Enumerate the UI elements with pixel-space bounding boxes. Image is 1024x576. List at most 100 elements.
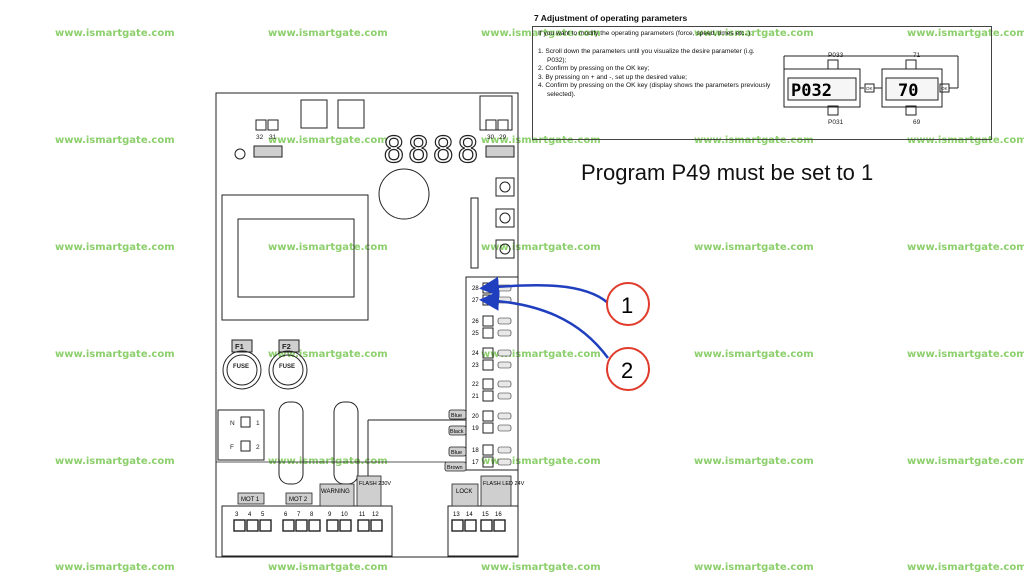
parameter-diagram (783, 55, 959, 116)
callout-arrow-1 (479, 276, 609, 304)
bottom-terminal-block (370, 519, 383, 532)
side-terminal-block (482, 347, 494, 359)
watermark-text: www.ismartgate.com (55, 135, 175, 146)
capacitor (378, 168, 430, 220)
watermark-text: www.ismartgate.com (481, 28, 601, 39)
terminal-block (240, 416, 251, 428)
bottom-terminal-block (308, 519, 321, 532)
bottom-terminal-block (295, 519, 308, 532)
bottom-terminal-block (233, 519, 246, 532)
watermark-text: www.ismartgate.com (907, 456, 1024, 467)
side-terminal-strip (465, 276, 519, 471)
watermark-text: www.ismartgate.com (481, 349, 601, 360)
callout-number-2: 2 (621, 358, 633, 383)
callout-number-1: 1 (621, 293, 633, 318)
bottom-terminal-block (282, 519, 295, 532)
watermark-text: www.ismartgate.com (694, 562, 814, 573)
push-button (495, 177, 515, 197)
mot1-label: MOT 1 (241, 497, 260, 503)
side-terminal-block (482, 327, 494, 339)
up-down-button (485, 145, 515, 158)
watermark-text: www.ismartgate.com (481, 562, 601, 573)
side-terminal-block (482, 378, 494, 390)
bottom-terminal-number: 8 (310, 512, 314, 518)
fuse-id: F2 (282, 342, 291, 351)
side-terminal-tag (497, 361, 512, 369)
program-note: Program P49 must be set to 1 (581, 160, 874, 185)
warning-label: WARNING (321, 489, 350, 495)
value-current-readout: 70 (898, 81, 918, 101)
callout-circle-2 (606, 347, 650, 391)
watermark-text: www.ismartgate.com (268, 562, 388, 573)
side-terminal-block (482, 315, 494, 327)
bottom-terminal-number: 4 (248, 512, 252, 518)
watermark-text: www.ismartgate.com (907, 349, 1024, 360)
watermark-text: www.ismartgate.com (268, 135, 388, 146)
plus-key-icon (827, 59, 839, 70)
side-terminal-tag (497, 424, 512, 432)
wire-labels: Blue Black Blue Brown (444, 409, 467, 472)
side-terminal-number: 24 (472, 351, 479, 357)
side-terminal-number: 27 (472, 298, 479, 304)
param-up-label: P033 (828, 52, 844, 59)
manual-heading: 7 Adjustment of operating parameters (534, 13, 688, 23)
bottom-terminal-block (480, 519, 493, 532)
transformer (221, 194, 369, 321)
bottom-terminal-block (451, 519, 464, 532)
relay (278, 401, 304, 485)
side-terminal-tag (497, 380, 512, 388)
side-terminal-tag (497, 317, 512, 325)
plus-key-icon (905, 59, 917, 70)
bottom-labels: MOT 1 MOT 2 WARNING FLASH 230V LOCK FLAS… (237, 475, 525, 507)
fuse-label-box (231, 339, 253, 353)
transformer-core (237, 218, 355, 298)
watermark-text: www.ismartgate.com (907, 562, 1024, 573)
bottom-terminal-number: 16 (495, 512, 502, 518)
wire-label: Blue (451, 413, 462, 419)
side-terminal-block (482, 390, 494, 402)
param-display (787, 77, 857, 101)
manual-steps: 1. Scroll down the parameters until you … (538, 48, 773, 100)
side-terminal-block (482, 422, 494, 434)
watermark-text: www.ismartgate.com (55, 28, 175, 39)
side-terminal-block (482, 359, 494, 371)
bottom-terminal-number: 5 (261, 512, 265, 518)
watermark-text: www.ismartgate.com (55, 562, 175, 573)
terminal-number: 29 (499, 134, 507, 141)
side-terminal-tag (497, 412, 512, 420)
push-button (495, 239, 515, 259)
terminal-number: 31 (269, 134, 277, 141)
bottom-terminal-number: 15 (482, 512, 489, 518)
side-terminal-tag (497, 329, 512, 337)
bottom-terminal-block (357, 519, 370, 532)
callout-arrow-2 (479, 290, 610, 359)
fuse-label: FUSE (279, 364, 295, 370)
bottom-terminal-number: 6 (284, 512, 288, 518)
bottom-terminal-block (464, 519, 477, 532)
watermark-text: www.ismartgate.com (55, 242, 175, 253)
watermark-text: www.ismartgate.com (694, 349, 814, 360)
fuse-label: FUSE (233, 364, 249, 370)
minus-plus-button (253, 145, 283, 158)
terminal-block (267, 119, 279, 131)
bottom-terminal-block (493, 519, 506, 532)
mains-label: 2 (256, 444, 260, 451)
watermark-text: www.ismartgate.com (268, 242, 388, 253)
mains-label: F (230, 444, 234, 451)
watermark-text: www.ismartgate.com (907, 242, 1024, 253)
motor-terminal-area (221, 505, 393, 557)
board-display: 8888 (383, 130, 482, 171)
fuse-holder (222, 350, 262, 390)
watermark-text: www.ismartgate.com (907, 135, 1024, 146)
side-terminal-tag (497, 458, 512, 466)
watermark-text: www.ismartgate.com (268, 349, 388, 360)
bottom-terminal-number: 13 (453, 512, 460, 518)
side-terminal-number: 22 (472, 382, 479, 388)
side-terminal-block (482, 456, 494, 468)
terminal-block (240, 440, 251, 452)
bottom-terminal-number: 11 (359, 512, 366, 518)
side-terminal-block (482, 410, 494, 422)
manual-intro: If you want to modify the operating para… (538, 30, 753, 37)
mains-terminal (217, 409, 265, 461)
